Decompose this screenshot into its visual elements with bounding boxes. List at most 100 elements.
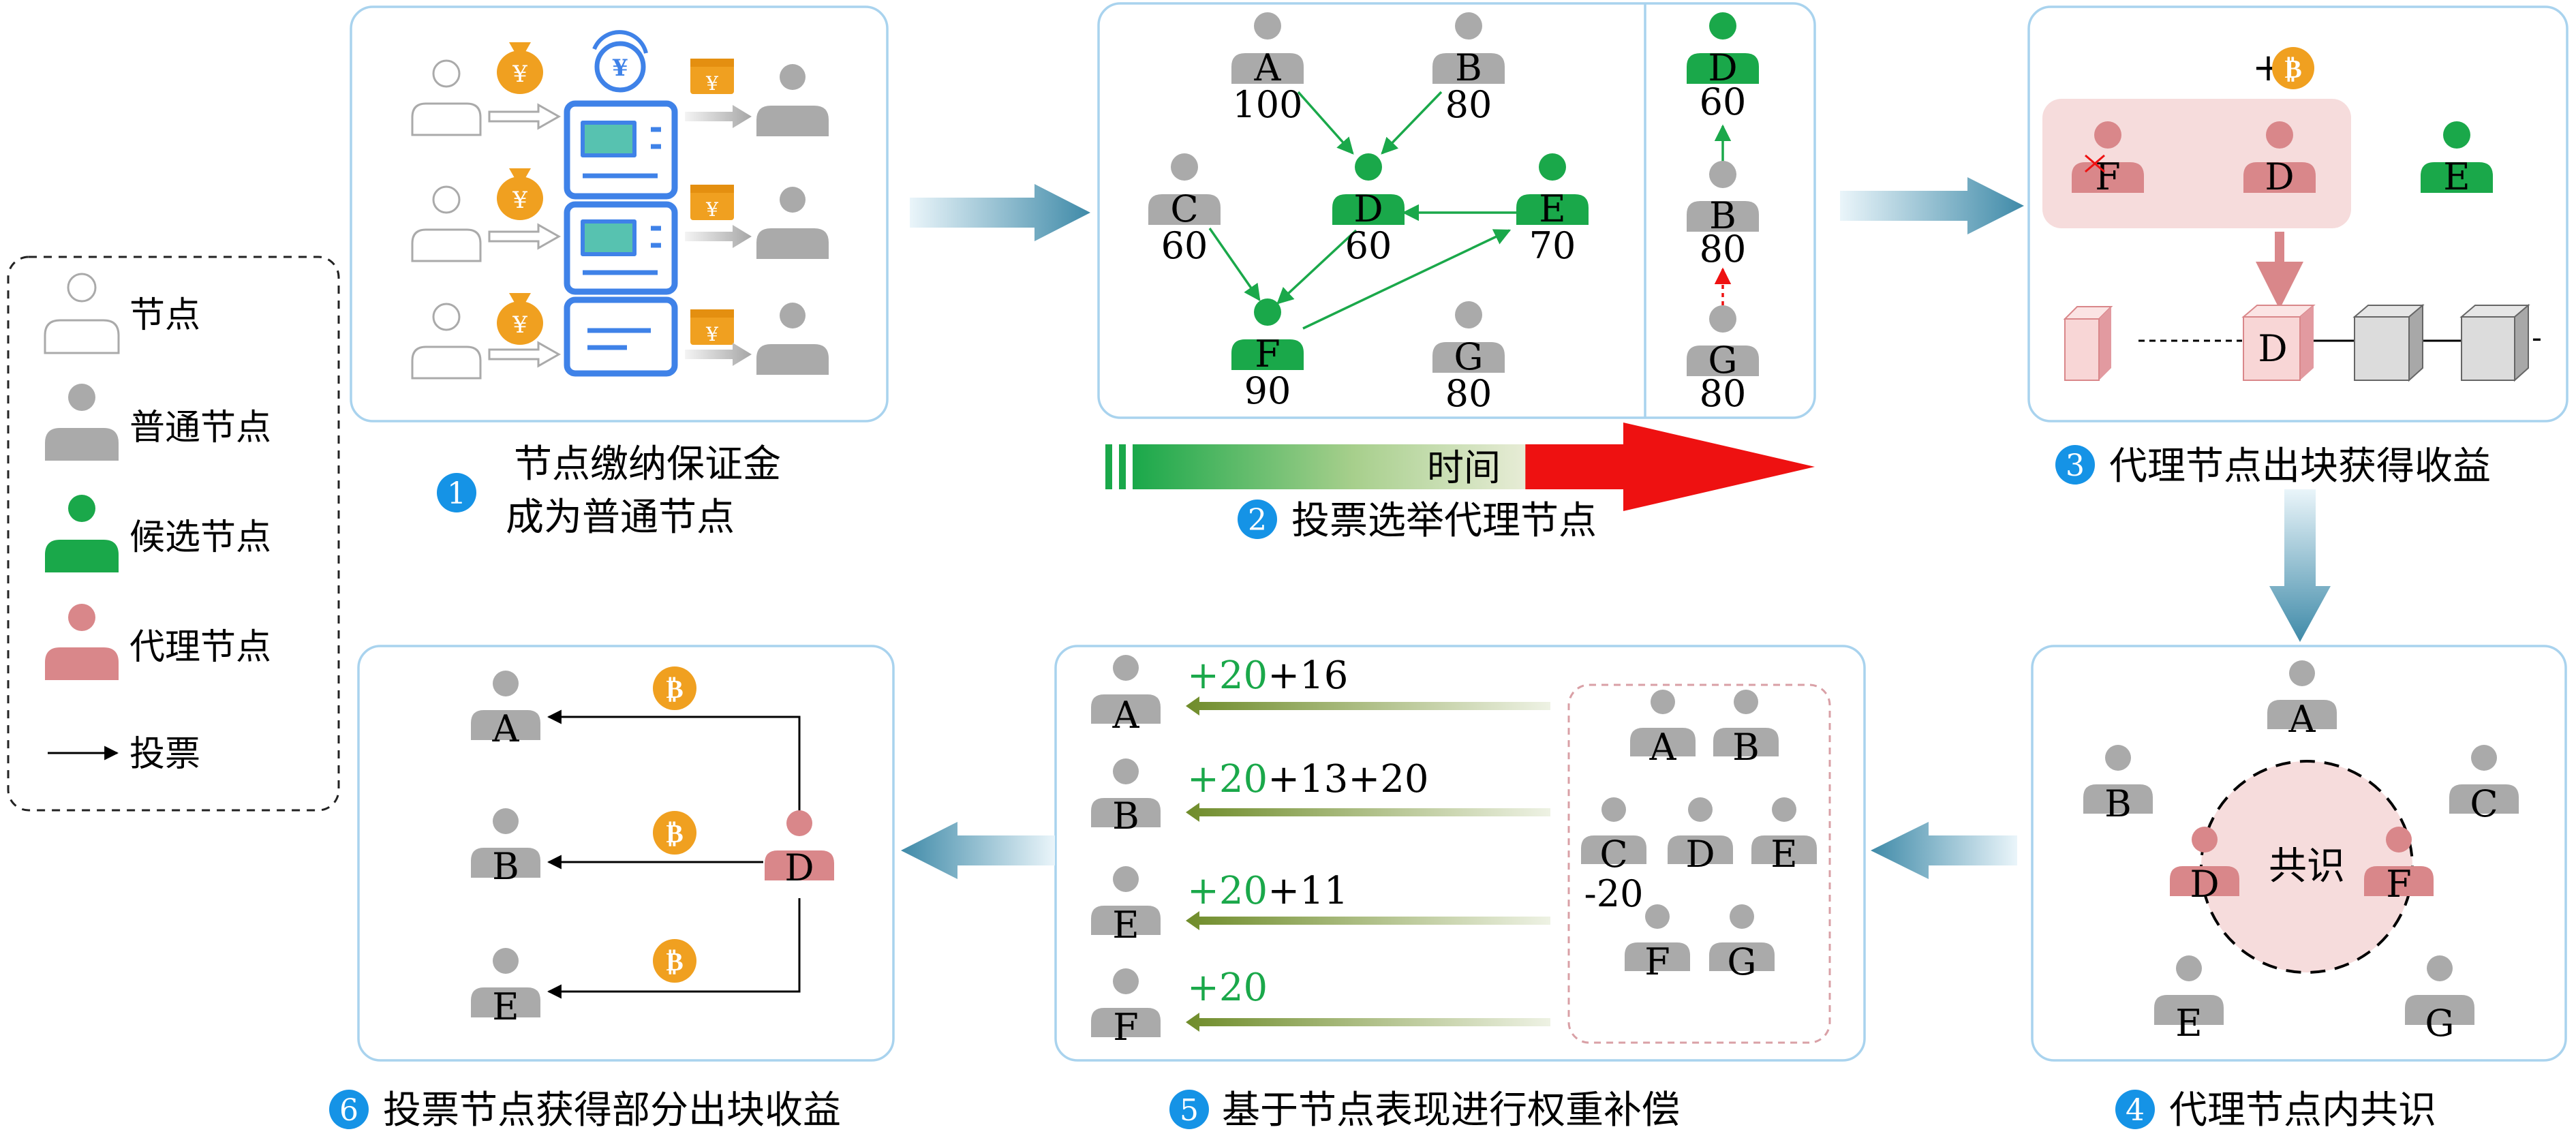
pool-f-label: F <box>1644 940 1670 983</box>
comp-value-f: +20 <box>1187 966 1268 1010</box>
step-2-caption: 2 投票选举代理节点 <box>1238 499 1597 543</box>
candidate-node-e: E <box>2421 121 2493 198</box>
node-g-label: G <box>2425 1002 2454 1045</box>
step-6-badge <box>329 1090 369 1129</box>
node-d-label: D <box>2190 863 2219 906</box>
node-g: G 80 <box>1432 301 1505 415</box>
right-node-b-label: B <box>1709 194 1736 237</box>
node-a-label: A <box>1254 46 1282 89</box>
pool-c-label: C <box>1599 833 1627 876</box>
flow-arrows <box>901 177 2331 879</box>
node-a: A <box>2267 660 2337 741</box>
legend-label-delegate: 代理节点 <box>129 627 271 668</box>
svg-text:¥: ¥ <box>512 61 527 88</box>
panel-1-deposit: ¥ ¥ ¥ <box>411 30 829 380</box>
pool-d-label: D <box>1685 833 1715 876</box>
comp-row-a: A +20+16 <box>1091 654 1550 737</box>
svg-text:¥: ¥ <box>512 311 527 339</box>
pool-node-b: B <box>1713 690 1779 769</box>
common-node-icon <box>756 64 829 375</box>
node-b: B 80 <box>1432 12 1505 126</box>
svg-text:¥: ¥ <box>705 72 718 95</box>
node-g-votes: 80 <box>1445 372 1492 415</box>
block-confirmed <box>2459 303 2530 382</box>
cross-icon <box>2085 154 2105 173</box>
panel-2-box <box>1097 2 1816 419</box>
vote-edge-d-f <box>1276 229 1358 305</box>
node-f-votes: 90 <box>1244 369 1291 412</box>
time-label: 时间 <box>1427 446 1501 489</box>
block-d: D <box>2241 305 2316 381</box>
step-4-caption: 4 代理节点内共识 <box>2115 1088 2436 1133</box>
candidate-node-icon <box>45 495 119 572</box>
node-b-votes: 80 <box>1445 83 1492 126</box>
node-a-votes: 100 <box>1232 83 1302 126</box>
svg-text:₿: ₿ <box>2284 53 2301 84</box>
right-node-d: D 60 <box>1687 12 1759 123</box>
vote-edge-c-f <box>1208 228 1261 302</box>
svg-text:₿: ₿ <box>666 946 683 977</box>
panel-3-box <box>2027 5 2569 423</box>
pool-g-label: G <box>1727 940 1756 983</box>
svg-text:₿: ₿ <box>666 673 683 704</box>
step-4-badge <box>2115 1090 2155 1129</box>
step-5-caption: 5 基于节点表现进行权重补偿 <box>1169 1088 1680 1133</box>
node-f-label: F <box>1255 333 1280 375</box>
step-1-line2: 成为普通节点 <box>506 495 735 540</box>
node-a-label: A <box>2288 698 2316 741</box>
voter-node-a: A <box>471 671 540 750</box>
node-d-label: D <box>1353 187 1383 230</box>
step-1-caption: 1 节点缴纳保证金 成为普通节点 <box>437 442 781 540</box>
step-3-caption: 3 代理节点出块获得收益 <box>2055 444 2491 489</box>
node-c-votes: 60 <box>1161 224 1208 267</box>
legend: 节点 普通节点 候选节点 代理节点 投票 <box>7 256 340 812</box>
node-e-label: E <box>1539 187 1565 230</box>
node-d-votes: 60 <box>1345 224 1392 267</box>
comp-arrow <box>1186 696 1550 716</box>
delegate-d-label: D <box>784 846 814 889</box>
comp-value-e: +20+11 <box>1187 869 1348 913</box>
step-captions: 1 节点缴纳保证金 成为普通节点 2 投票选举代理节点 3 代理节点出块获得收益… <box>329 442 2491 1133</box>
vote-edge-f-e <box>1302 229 1512 330</box>
pool-node-d: D <box>1668 797 1733 876</box>
step-1-number: 1 <box>447 476 466 511</box>
comp-value-b: +20+13+20 <box>1187 757 1429 801</box>
comp-arrow <box>1186 911 1550 930</box>
step-4-line1: 代理节点内共识 <box>2169 1088 2436 1133</box>
outline-node-icon <box>411 59 482 380</box>
right-node-g-votes: 80 <box>1700 372 1747 415</box>
right-node-g-label: G <box>1708 339 1737 382</box>
node-b-label: B <box>1455 46 1482 89</box>
pool-node-c: C -20 <box>1581 797 1646 915</box>
pool-node-g: G <box>1709 904 1775 983</box>
node-b: B <box>2083 745 2153 825</box>
delegate-f-label: F <box>2095 155 2120 198</box>
right-node-b: B 80 <box>1687 161 1759 271</box>
comp-row-b: B +20+13+20 <box>1091 757 1550 838</box>
comp-arrow <box>1186 1013 1550 1032</box>
step-2-number: 2 <box>1248 503 1267 538</box>
comp-node-e-label: E <box>1112 904 1139 947</box>
time-bar: 时间 <box>1105 423 1815 511</box>
node-pool <box>1567 684 1831 1044</box>
node-g-label: G <box>1454 335 1483 378</box>
vote-edges <box>1208 91 1516 330</box>
comp-value-a: +20+16 <box>1187 654 1348 698</box>
pool-node-f: F <box>1625 904 1690 983</box>
panel-2-right-column: D 60 B 80 G 80 <box>1687 12 1759 415</box>
voter-e-label: E <box>492 985 519 1028</box>
chain-continuation: - <box>2532 320 2542 355</box>
step-4-number: 4 <box>2126 1093 2145 1128</box>
panel-5-box <box>1054 645 1866 1062</box>
panel-4-consensus: 共识 A B C D F E <box>2083 660 2519 1045</box>
node-e-votes: 70 <box>1529 224 1576 267</box>
node-c: C 60 <box>1148 153 1221 267</box>
comp-node-f-label: F <box>1113 1006 1138 1049</box>
node-c-label: C <box>2470 782 2498 825</box>
step-2-badge <box>1238 500 1277 539</box>
money-bag-icon: ¥ ¥ ¥ <box>497 42 543 345</box>
delegate-node-icon <box>45 604 119 680</box>
deposit-arrow-icon <box>488 103 562 368</box>
panel-1-box <box>350 5 889 423</box>
delegate-node-d: D <box>2243 121 2316 198</box>
